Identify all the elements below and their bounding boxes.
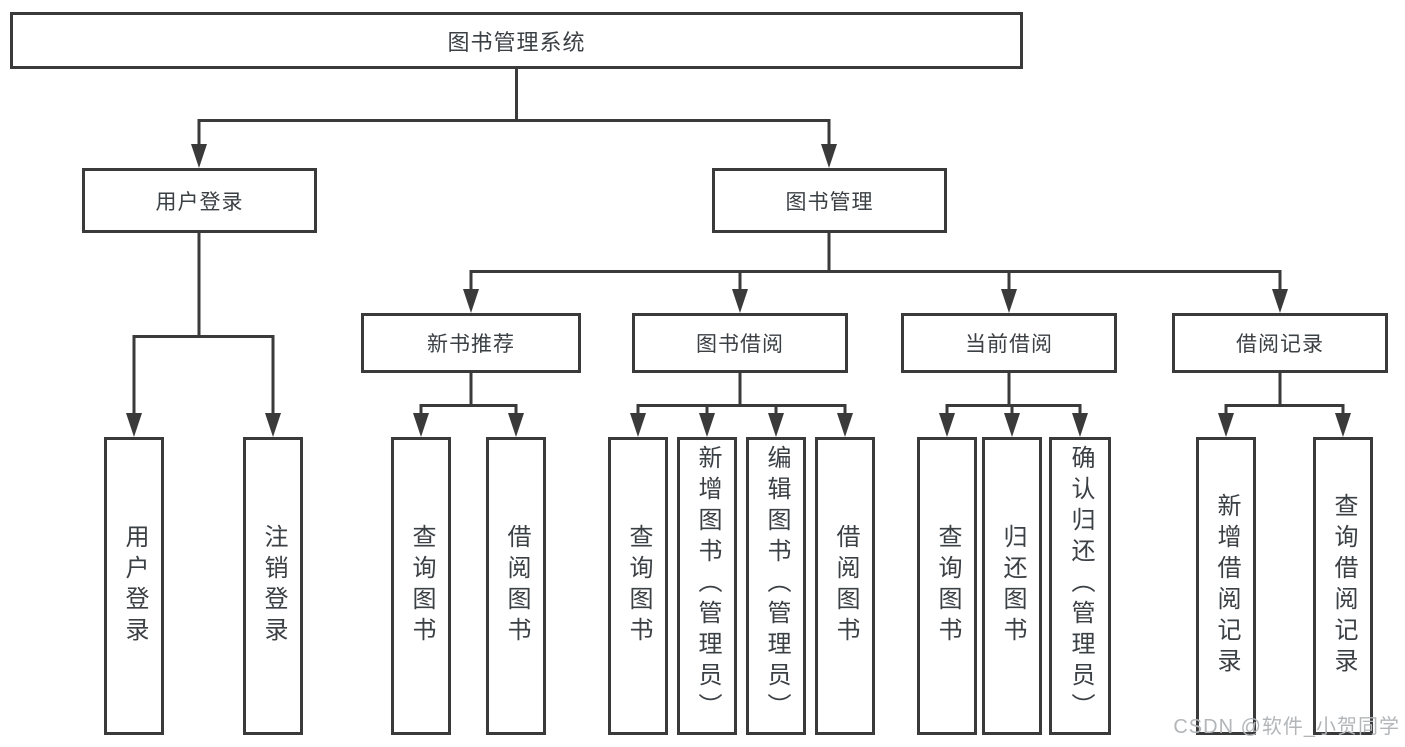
leaf-borrow-edit-books-admin-label: 编辑图书（管理员） — [763, 445, 790, 724]
arrowhead-icons — [126, 144, 1351, 437]
node-user-login-label: 用户登录 — [155, 190, 244, 214]
leaf-borrow-query-books-label: 查询图书 — [625, 524, 652, 648]
node-current-borrow-label: 当前借阅 — [965, 333, 1053, 356]
leaf-borrow-borrow-books-label: 借阅图书 — [832, 524, 859, 648]
watermark: CSDN @软件_小贺同学 — [1173, 716, 1400, 738]
node-current-borrow: 当前借阅 — [901, 313, 1117, 373]
leaf-borrow-borrow-books: 借阅图书 — [815, 437, 875, 735]
node-book-borrow: 图书借阅 — [632, 313, 848, 373]
node-root-label: 图书管理系统 — [447, 29, 586, 55]
leaf-user-login-label: 用户登录 — [121, 524, 148, 648]
leaf-newbooks-query-books-label: 查询图书 — [408, 524, 435, 648]
leaf-current-query-books: 查询图书 — [917, 437, 977, 735]
leaf-borrow-add-books-admin: 新增图书（管理员） — [677, 437, 737, 735]
leaf-records-add-record: 新增借阅记录 — [1196, 437, 1256, 735]
leaf-newbooks-borrow-books-label: 借阅图书 — [503, 524, 530, 648]
node-borrow-records-label: 借阅记录 — [1236, 333, 1324, 356]
leaf-user-login: 用户登录 — [104, 437, 164, 735]
leaf-current-query-books-label: 查询图书 — [934, 524, 961, 648]
node-new-book-recommend: 新书推荐 — [361, 313, 581, 373]
leaf-current-confirm-return-admin-label: 确认归还（管理员） — [1067, 445, 1094, 724]
leaf-newbooks-query-books: 查询图书 — [391, 437, 451, 735]
node-book-management: 图书管理 — [712, 168, 947, 233]
leaf-logout: 注销登录 — [243, 437, 303, 735]
leaf-current-return-books-label: 归还图书 — [999, 524, 1026, 648]
leaf-records-query-record: 查询借阅记录 — [1313, 437, 1373, 735]
leaf-current-return-books: 归还图书 — [982, 437, 1042, 735]
node-book-management-label: 图书管理 — [785, 190, 874, 214]
leaf-logout-label: 注销登录 — [260, 524, 287, 648]
node-borrow-records: 借阅记录 — [1172, 313, 1388, 373]
leaf-current-confirm-return-admin: 确认归还（管理员） — [1049, 437, 1111, 735]
leaf-borrow-edit-books-admin: 编辑图书（管理员） — [746, 437, 806, 735]
leaf-newbooks-borrow-books: 借阅图书 — [486, 437, 546, 735]
node-new-book-recommend-label: 新书推荐 — [427, 333, 515, 356]
node-book-borrow-label: 图书借阅 — [696, 333, 784, 356]
leaf-records-query-record-label: 查询借阅记录 — [1330, 493, 1357, 679]
leaf-borrow-add-books-admin-label: 新增图书（管理员） — [694, 445, 721, 724]
node-root: 图书管理系统 — [10, 12, 1023, 69]
leaf-borrow-query-books: 查询图书 — [608, 437, 668, 735]
node-user-login: 用户登录 — [82, 168, 317, 233]
leaf-records-add-record-label: 新增借阅记录 — [1213, 493, 1240, 679]
